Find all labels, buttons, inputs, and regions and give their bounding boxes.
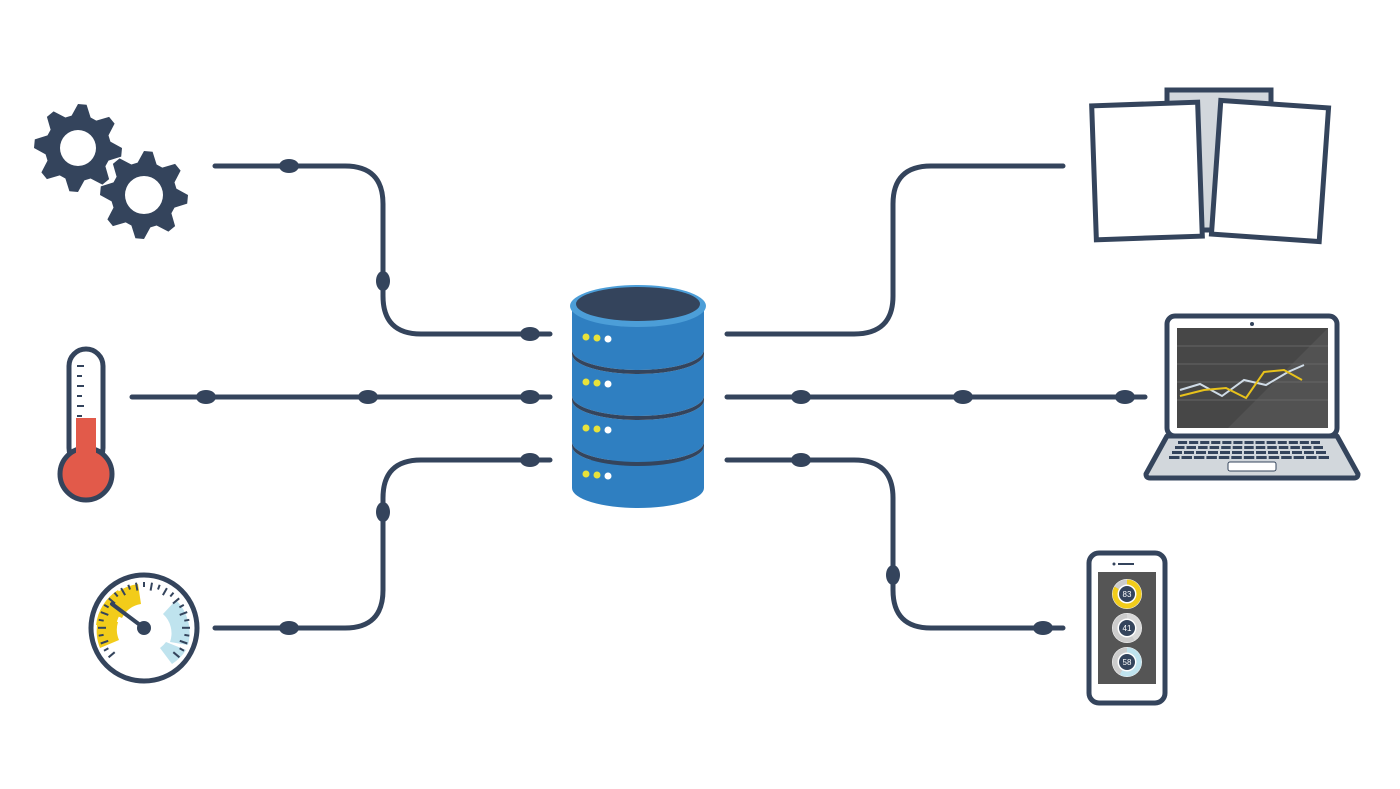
- connector-node: [358, 390, 378, 404]
- connector-gears-to-db: [212, 159, 553, 341]
- database-tier-4: [572, 446, 704, 508]
- connector-db-to-phone: [724, 453, 1066, 635]
- connector-thermometer-to-db: [129, 390, 553, 404]
- connector-node: [376, 502, 390, 522]
- document-right: [1208, 97, 1332, 245]
- laptop-chart-line-yellow: [1179, 368, 1303, 400]
- phone-dashboard-icon: 83 41 58: [1086, 550, 1168, 706]
- phone-stat-value: 83: [1123, 590, 1132, 599]
- connector-node: [196, 390, 216, 404]
- connector-node: [791, 453, 811, 467]
- connector-gauge-to-db: [212, 453, 553, 635]
- gauge-icon: [88, 572, 200, 684]
- connector-db-to-laptop: [724, 390, 1148, 404]
- connector-node: [953, 390, 973, 404]
- database-server-icon: [570, 285, 706, 508]
- phone-stat-value: 41: [1123, 624, 1132, 633]
- phone-stat-value: 58: [1123, 658, 1132, 667]
- connector-node: [1115, 390, 1135, 404]
- database-tier-2: [572, 354, 704, 416]
- gauge-ticks: [98, 582, 190, 659]
- gear-large: [34, 104, 122, 192]
- phone-stat-ring: 41: [1112, 613, 1142, 643]
- connector-node: [520, 327, 540, 341]
- laptop-chart-icon: [1143, 313, 1361, 481]
- connector-node: [279, 621, 299, 635]
- phone-stat-rings: 83 41 58: [1112, 579, 1142, 677]
- database-tier-3: [572, 400, 704, 462]
- phone-stat-ring: 83: [1112, 579, 1142, 609]
- document-left: [1089, 99, 1205, 243]
- connector-node: [520, 453, 540, 467]
- connector-db-to-documents: [724, 163, 1066, 337]
- database-leds: [582, 333, 612, 480]
- connector-node: [791, 390, 811, 404]
- database-top: [576, 287, 700, 321]
- thermometer-icon: [57, 346, 115, 503]
- connector-node: [279, 159, 299, 173]
- gears-icon: [34, 104, 188, 239]
- laptop-trackpad: [1227, 461, 1277, 472]
- gear-small: [100, 151, 188, 239]
- connector-node: [886, 565, 900, 585]
- phone-stat-ring: 58: [1112, 647, 1142, 677]
- laptop-keyboard: [1169, 441, 1329, 459]
- connector-node: [376, 271, 390, 291]
- connector-node: [1033, 621, 1053, 635]
- documents-icon: [1089, 87, 1332, 245]
- connector-node: [520, 390, 540, 404]
